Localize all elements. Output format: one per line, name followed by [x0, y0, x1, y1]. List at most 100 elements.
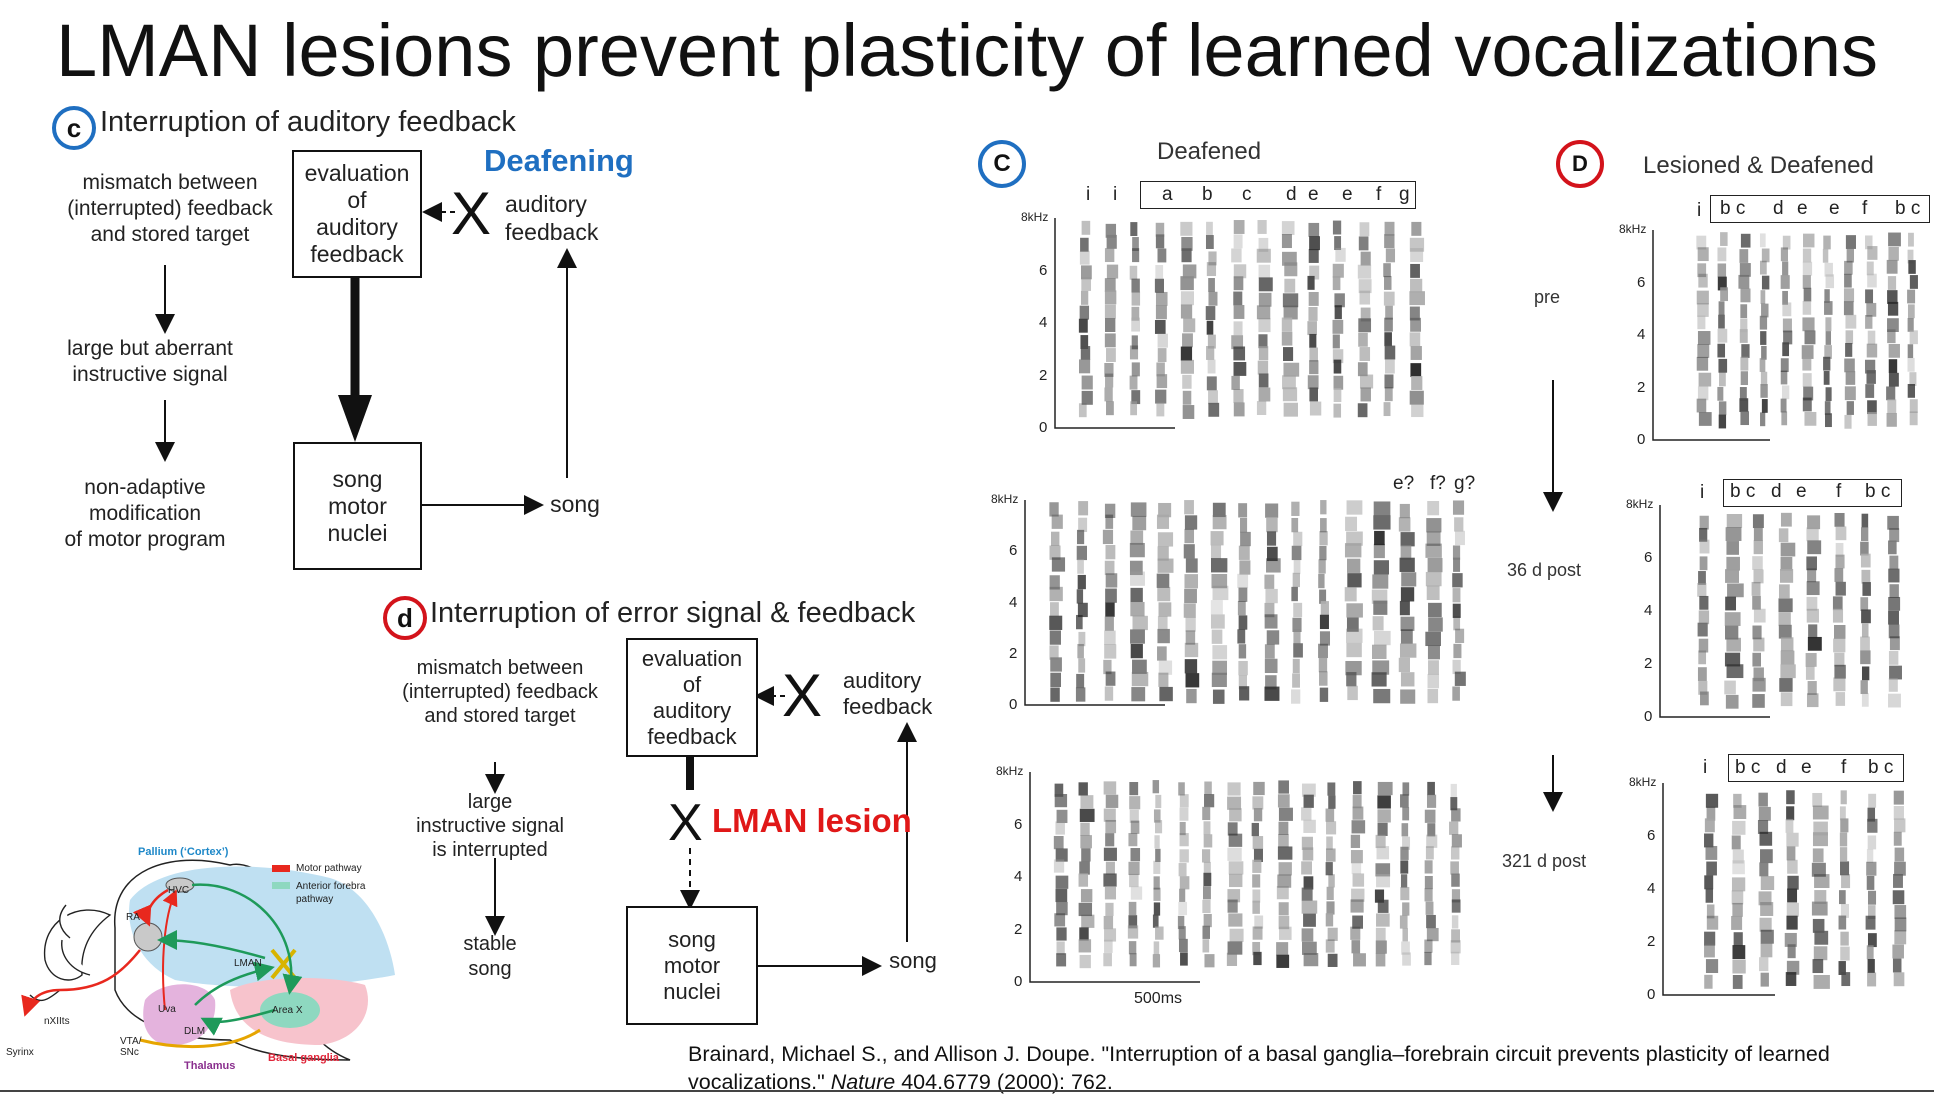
spectro-syllable-1-11 [1344, 500, 1363, 701]
thalamus-label: Thalamus [184, 1060, 236, 1072]
spectro-syllable-0-13 [1409, 221, 1425, 418]
basal-ganglia-label: Basal ganglia [268, 1052, 339, 1064]
spectro-c-syllable-7: g [1399, 184, 1410, 205]
spectro-ytick-0-0: 6 [1039, 261, 1048, 279]
anterior-pathway [191, 883, 303, 995]
spectro-ytick-0-1: 4 [1039, 314, 1048, 331]
spectro-ytick-5-1: 4 [1647, 880, 1656, 897]
spectro-syllable-1-7 [1237, 503, 1251, 701]
panel-d-x-mark-lesion: X [668, 794, 703, 852]
deafening-label: Deafening [484, 143, 634, 178]
spectro-syllable-0-8 [1281, 221, 1300, 417]
spectro-syllable-2-15 [1424, 781, 1439, 966]
spectro-ytick-2-1: 4 [1014, 868, 1023, 885]
panel-d-song: song [889, 948, 937, 973]
panel-c-feedback: auditory feedback [505, 191, 599, 245]
spectro-d-row1-syllable-0: b c [1720, 198, 1746, 219]
legend-anterior-label: Anterior forebra pathway [296, 881, 366, 905]
spectro-syllable-0-1 [1104, 223, 1119, 416]
spectro-syllable-1-2 [1102, 503, 1118, 701]
spectro-syllable-4-1 [1724, 514, 1744, 709]
spectro-syllable-1-13 [1398, 503, 1417, 704]
spectro-syllable-2-0 [1053, 783, 1069, 967]
spectro-syllable-1-4 [1156, 502, 1174, 702]
spectro-ytick-5-0: 6 [1647, 827, 1656, 844]
area-x-label: Area X [272, 1005, 303, 1016]
spectro-ylabel-0: 8kHz [1021, 210, 1049, 224]
spectro-d-row2-syllable-3: f [1836, 481, 1842, 502]
spectro-syllable-0-2 [1129, 222, 1141, 416]
panel-c-outcome: non-adaptive modification of motor progr… [64, 476, 226, 551]
spectro-syllable-5-4 [1811, 792, 1830, 989]
spectro-d-badge: D [1556, 140, 1604, 188]
hvc-label: HVC [168, 885, 190, 896]
spectro-syllable-3-10 [1907, 232, 1918, 426]
panel-c-motor-box: song motor nuclei [293, 442, 422, 570]
spectro-syllable-2-2 [1103, 781, 1119, 967]
spectro-ytick-1-1: 4 [1009, 593, 1018, 611]
spectro-syllable-0-0 [1078, 220, 1093, 418]
spectro-c-syllable-0: a [1162, 184, 1173, 205]
spectro-syllable-1-6 [1210, 502, 1229, 704]
panel-c-heading: Interruption of auditory feedback [100, 106, 516, 138]
spectro-d-row1-syllable-3: e [1829, 198, 1840, 219]
spectro-syllable-4-0 [1697, 515, 1710, 706]
vta-label: VTA/ SNc [120, 1036, 142, 1058]
timeline-pre: pre [1534, 287, 1561, 307]
spectro-c-syll-i2: i [1113, 184, 1118, 205]
spectro-syllable-2-10 [1301, 783, 1319, 967]
panel-c-signal: large but aberrant instructive signal [67, 337, 233, 386]
area-x-region [260, 992, 320, 1028]
spectro-d-row2-syllable-0: b c [1730, 481, 1756, 502]
spectro-syllable-4-7 [1887, 515, 1902, 708]
spectro-syllable-2-1 [1078, 782, 1095, 969]
spectro-syllable-2-3 [1127, 782, 1143, 967]
spectro-c-syllable-1: b [1202, 184, 1213, 205]
spectro-d-row2-box [1723, 479, 1902, 507]
spectro-d-row2-syllable-4: b c [1865, 481, 1891, 502]
spectro-syllable-4-5 [1832, 512, 1847, 706]
spectro-c-syllable-4: e [1308, 184, 1319, 205]
legend-anterior-swatch [272, 882, 290, 889]
panel-c-eval-box: evaluation of auditory feedback [292, 150, 422, 278]
spectro-syllable-2-12 [1350, 781, 1366, 967]
spectro-c-row2-e: e? [1393, 473, 1415, 494]
spectro-syllable-1-3 [1129, 502, 1149, 702]
dlm-label: DLM [184, 1026, 206, 1037]
spectro-syllable-0-11 [1357, 222, 1374, 418]
spectro-d-row1-box [1710, 195, 1930, 223]
panel-d-badge: d [383, 596, 427, 640]
spectro-d-row2-i: i [1700, 482, 1705, 503]
spectro-ytick-3-0: 6 [1637, 273, 1646, 291]
spectro-ytick-4-3: 0 [1644, 708, 1653, 725]
panel-d-x-mark-feedback: X [782, 662, 823, 729]
spectro-ytick-2-2: 2 [1014, 920, 1023, 938]
spectro-ytick-3-3: 0 [1637, 431, 1646, 448]
spectro-d-row1-syllable-2: e [1797, 198, 1808, 219]
timeline-36d: 36 d post [1507, 560, 1582, 580]
spectro-syllable-2-16 [1449, 783, 1462, 966]
spectro-d-row2-syllable-2: e [1796, 481, 1807, 502]
spectro-c-syllable-box [1140, 181, 1416, 209]
spectro-d-row2-syllable-1: d [1771, 481, 1782, 502]
citation: Brainard, Michael S., and Allison J. Dou… [688, 1042, 1830, 1094]
spectro-syllable-0-5 [1205, 221, 1220, 417]
panel-c-badge: c [52, 106, 96, 150]
spectro-ylabel-5: 8kHz [1629, 775, 1657, 789]
spectro-syllable-2-9 [1276, 780, 1293, 968]
spectro-syllable-3-7 [1843, 235, 1857, 429]
spectro-syllable-5-0 [1704, 793, 1719, 989]
spectro-c-scale: 500ms [1134, 990, 1183, 1007]
spectro-syllable-0-3 [1154, 222, 1168, 417]
spectro-d-row1-syllable-4: f [1862, 198, 1868, 219]
spectro-ytick-5-3: 0 [1647, 986, 1656, 1003]
spectro-ytick-3-2: 2 [1637, 378, 1646, 396]
spectro-c-header: Deafened [1157, 138, 1262, 165]
panel-d-eval-box: evaluation of auditory feedback [626, 638, 758, 757]
spectro-d-row1-i: i [1697, 200, 1702, 221]
spectro-c-row2-g: g? [1454, 473, 1476, 494]
spectro-ytick-5-2: 2 [1647, 933, 1656, 950]
